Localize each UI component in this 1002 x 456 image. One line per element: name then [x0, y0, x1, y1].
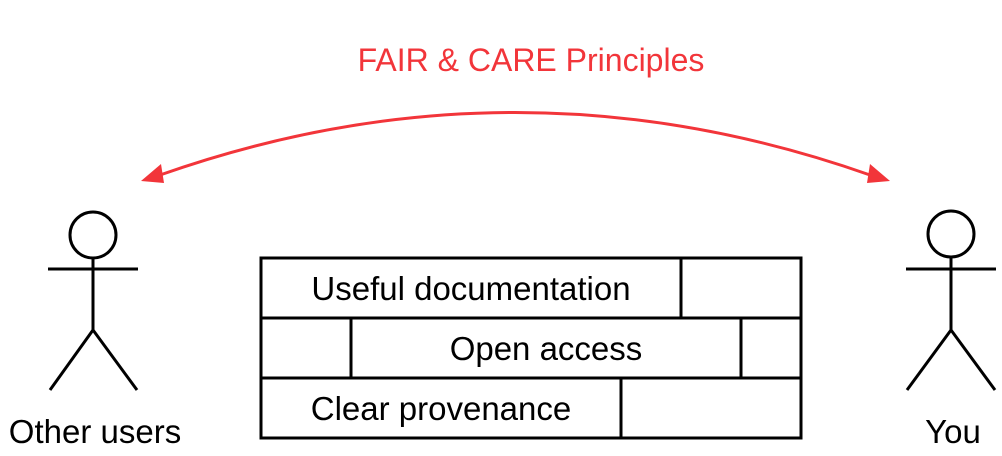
brick-wall-outline	[259, 256, 803, 440]
stick-figure-left-leg	[905, 329, 953, 391]
stick-figure-right-leg	[949, 329, 997, 391]
arrowhead-right	[867, 164, 890, 183]
stick-figure-right-leg	[91, 329, 139, 391]
stick-figure-left-leg	[48, 329, 95, 391]
stick-figure-you	[905, 209, 997, 391]
diagram-title: FAIR & CARE Principles	[358, 42, 705, 78]
stick-figure-head	[926, 209, 976, 259]
actor-label-other-users: Other users	[9, 413, 181, 450]
brick-label-open-access: Open access	[450, 330, 643, 367]
exchange-arrow-curve	[159, 111, 871, 177]
stick-figure-head	[68, 210, 118, 260]
actor-label-you: You	[925, 413, 981, 450]
stick-figure-other-users	[48, 210, 139, 391]
arrowhead-left	[141, 164, 164, 183]
exchange-arrow	[141, 111, 890, 183]
brick-label-useful-documentation: Useful documentation	[311, 270, 630, 307]
brick-label-clear-provenance: Clear provenance	[311, 390, 572, 427]
brick-wall	[259, 256, 803, 440]
